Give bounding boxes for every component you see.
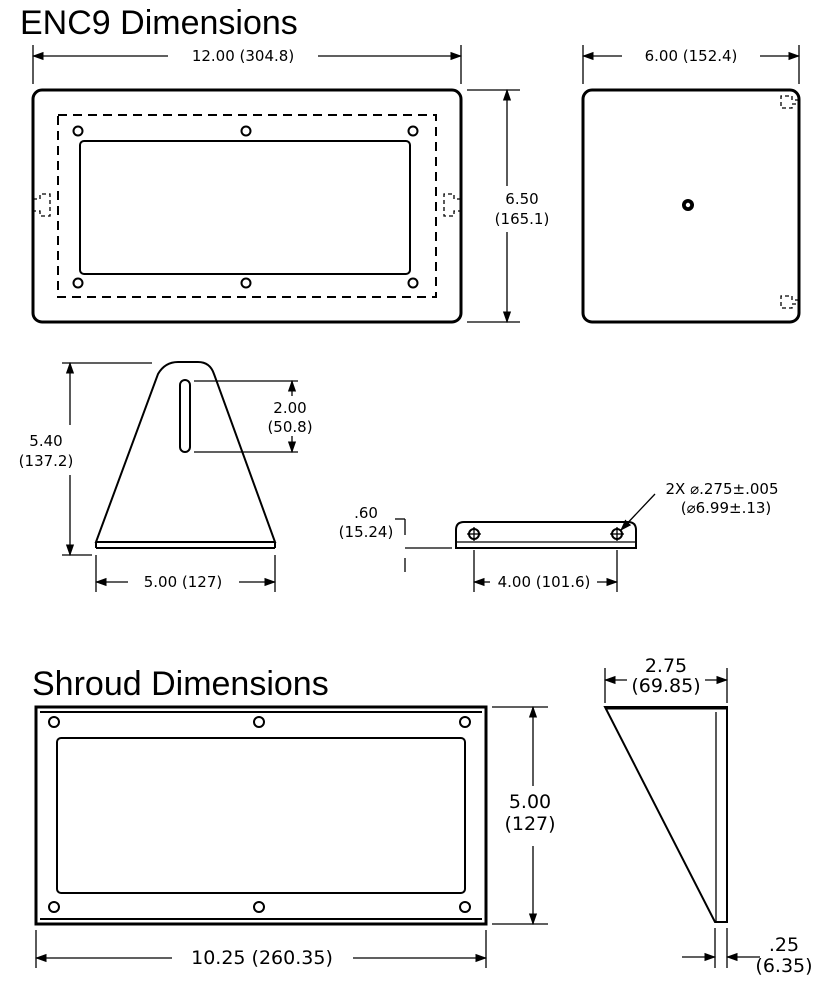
shroud-width-label: 10.25 (260.35) [191, 947, 333, 969]
shroud-outline [34, 705, 488, 926]
bracket-height-in: 5.40 [29, 432, 62, 450]
bracket-slot-dimension: 2.00 (50.8) [194, 379, 313, 454]
bracket-slot [179, 379, 191, 453]
shroud-window [56, 737, 466, 894]
flange-height-dimension: .60 (15.24) [339, 504, 452, 572]
enc9-front-outline [31, 88, 463, 324]
shroud-depth-mm: (69.85) [631, 675, 700, 697]
mount-hole [72, 277, 84, 289]
shroud-depth-dimension: 2.75 (69.85) [603, 655, 729, 703]
enc9-depth-label: 6.00 (152.4) [645, 47, 738, 65]
bracket-height-mm: (137.2) [19, 452, 74, 470]
latch-right [443, 193, 461, 217]
enc9-width-label: 12.00 (304.8) [192, 47, 294, 65]
enc9-window [79, 140, 411, 275]
bracket-flange-view [455, 521, 637, 549]
side-latch-top [780, 95, 799, 109]
shroud-thickness-dimension: .25 (6.35) [682, 928, 813, 977]
mount-hole [407, 277, 419, 289]
shroud-thickness-in: .25 [769, 934, 799, 956]
shroud-side-view [603, 706, 728, 923]
enc9-flange-outline [57, 114, 437, 298]
mount-hole [253, 901, 265, 913]
enc9-width-dimension: 12.00 (304.8) [31, 45, 463, 84]
bracket-height-dimension: 5.40 (137.2) [19, 361, 152, 557]
mount-hole [72, 125, 84, 137]
bracket-base-dimension: 5.00 (127) [94, 555, 277, 592]
mount-hole [253, 716, 265, 728]
enc9-side-view [581, 88, 801, 324]
hole-spec-label: 2X ⌀.275±.005 [666, 480, 779, 498]
shroud-height-dimension: 5.00 (127) [492, 705, 556, 926]
mount-hole [240, 125, 252, 137]
mount-hole [459, 716, 471, 728]
flange-height-mm: (15.24) [339, 523, 394, 541]
shroud-thickness-mm: (6.35) [755, 955, 812, 977]
bracket-slot-mm: (50.8) [267, 418, 312, 436]
enc9-front-view [31, 88, 463, 324]
side-latch-bottom [780, 295, 799, 309]
shroud-front-view [34, 705, 488, 926]
latch-left [33, 193, 51, 217]
mount-hole [48, 716, 60, 728]
mount-hole [459, 901, 471, 913]
enc9-height-mm: (165.1) [495, 210, 550, 228]
shroud-height-mm: (127) [504, 813, 555, 835]
hole-spec-mm: (⌀6.99±.13) [681, 499, 772, 517]
enc9-title: ENC9 Dimensions [20, 4, 298, 42]
enc9-depth-dimension: 6.00 (152.4) [581, 45, 801, 84]
hole-callout: 2X ⌀.275±.005 (⌀6.99±.13) [620, 480, 779, 531]
enc9-height-dimension: 6.50 (165.1) [467, 88, 550, 324]
mount-hole [240, 277, 252, 289]
shroud-width-dimension: 10.25 (260.35) [34, 930, 488, 969]
mount-hole [407, 125, 419, 137]
bracket-slot-in: 2.00 [273, 399, 306, 417]
flange-outline [455, 521, 637, 549]
bracket-outline [94, 361, 277, 543]
bracket-base-label: 5.00 (127) [144, 573, 223, 591]
bracket-side-view [94, 361, 277, 549]
hole-spacing-dimension: 4.00 (101.6) [472, 550, 619, 592]
flange-height-in: .60 [354, 504, 378, 522]
shroud-depth-in: 2.75 [645, 655, 687, 677]
hole-spacing-label: 4.00 (101.6) [498, 573, 591, 591]
enc9-height-in: 6.50 [505, 190, 538, 208]
enc9-side-outline [581, 88, 801, 324]
shroud-title: Shroud Dimensions [32, 665, 329, 703]
shroud-height-in: 5.00 [509, 791, 551, 813]
shroud-side-outline [603, 706, 728, 923]
mount-hole [48, 901, 60, 913]
